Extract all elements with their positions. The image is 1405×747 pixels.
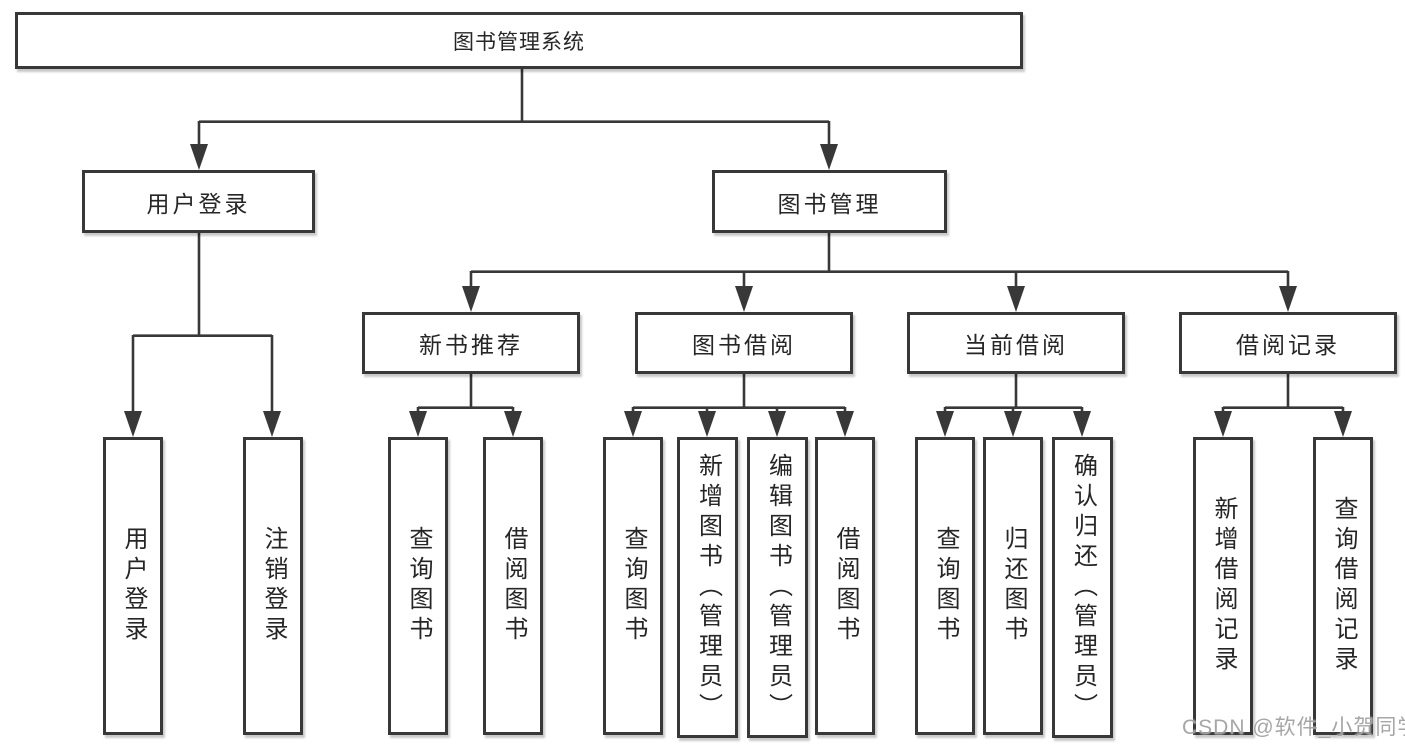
leaf-query-books-borrowing: 查询图书: [603, 437, 663, 735]
node-library-management-system: 图书管理系统: [15, 12, 1023, 69]
leaf-query-borrow-record: 查询借阅记录: [1313, 437, 1373, 735]
leaf-add-books-admin: 新增图书（管理员）: [677, 437, 738, 738]
leaf-return-books: 归还图书: [983, 437, 1043, 735]
leaf-query-books-recommend: 查询图书: [388, 437, 448, 735]
leaf-confirm-return-admin: 确认归还（管理员）: [1052, 437, 1113, 738]
node-user-login: 用户登录: [82, 170, 315, 233]
node-new-book-recommend: 新书推荐: [362, 312, 580, 374]
leaf-logout: 注销登录: [243, 437, 303, 735]
watermark-text: CSDN @软件_小贺同学: [1182, 716, 1405, 739]
leaf-borrow-books-borrowing: 借阅图书: [815, 437, 875, 735]
leaf-query-books-current: 查询图书: [915, 437, 975, 735]
leaf-add-borrow-record: 新增借阅记录: [1193, 437, 1253, 735]
leaf-user-login: 用户登录: [103, 437, 163, 735]
leaf-borrow-books-recommend: 借阅图书: [483, 437, 543, 735]
node-book-management: 图书管理: [712, 170, 947, 233]
node-current-borrowing: 当前借阅: [907, 312, 1125, 374]
node-borrowing-records: 借阅记录: [1179, 312, 1397, 374]
node-book-borrowing: 图书借阅: [635, 312, 853, 374]
leaf-edit-books-admin: 编辑图书（管理员）: [747, 437, 808, 738]
